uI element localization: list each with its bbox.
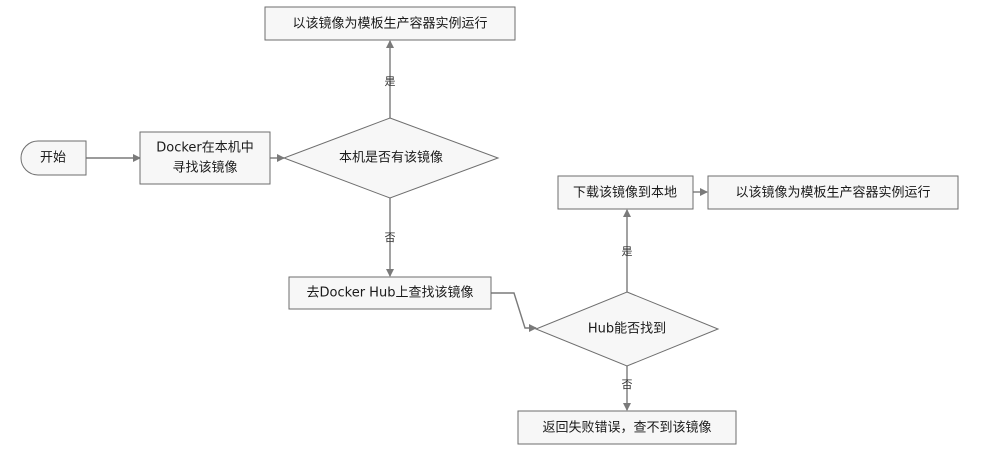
search-local-label-line1: Docker在本机中: [156, 141, 254, 156]
edge-label-hub-no: 否: [622, 378, 633, 391]
start-node-label: 开始: [40, 151, 66, 166]
run-download-label: 以该镜像为模板生产容器实例运行: [735, 185, 930, 201]
edge-label-hub-yes: 是: [622, 245, 633, 258]
run-local-label: 以该镜像为模板生产容器实例运行: [292, 16, 487, 32]
edge-search-hub-to-decision: [491, 292, 537, 332]
start-node: 开始: [20, 140, 87, 176]
search-local-label-line2: 寻找该镜像: [172, 161, 237, 176]
download-node: 下载该镜像到本地: [557, 175, 694, 210]
hub-found-label: Hub能否找到: [588, 322, 666, 337]
edge-label-local-no: 否: [385, 231, 396, 244]
local-exists-label: 本机是否有该镜像: [339, 151, 443, 166]
search-hub-label: 去Docker Hub上查找该镜像: [307, 286, 474, 301]
hub-found-decision: Hub能否找到: [534, 291, 720, 367]
run-download-node: 以该镜像为模板生产容器实例运行: [707, 175, 959, 210]
error-node: 返回失败错误，查不到该镜像: [517, 410, 737, 445]
run-local-node: 以该镜像为模板生产容器实例运行: [264, 6, 516, 41]
search-local-node: Docker在本机中 寻找该镜像: [139, 131, 271, 185]
local-exists-decision: 本机是否有该镜像: [282, 117, 500, 199]
download-label: 下载该镜像到本地: [573, 186, 677, 201]
search-hub-node: 去Docker Hub上查找该镜像: [288, 276, 492, 310]
edge-label-local-yes: 是: [385, 75, 396, 88]
error-label: 返回失败错误，查不到该镜像: [542, 421, 711, 436]
